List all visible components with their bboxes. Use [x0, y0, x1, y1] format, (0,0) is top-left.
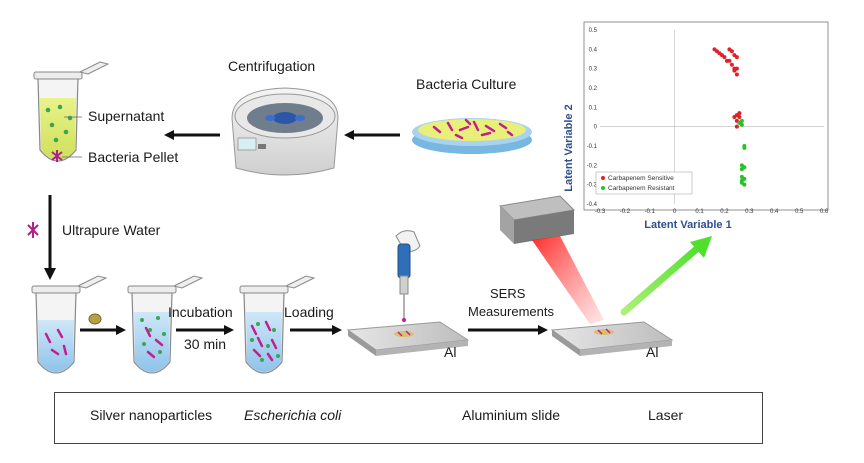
x-tick-label: -0.1 [645, 209, 656, 215]
incubation-time-label: 30 min [184, 336, 227, 352]
bacteria-pellet-label: Bacteria Pellet [88, 149, 179, 165]
x-tick-label: 0.1 [695, 209, 704, 215]
arrow-down-ultrapure [44, 195, 56, 280]
legend-dot-resistant [601, 186, 605, 190]
legend-laser-label: Laser [648, 407, 684, 423]
sensitive-point [729, 62, 734, 67]
y-tick-label: -0.2 [587, 163, 598, 169]
y-tick-label: -0.4 [587, 202, 598, 208]
sensitive-point [727, 58, 732, 63]
centrifuge-machine [231, 87, 339, 176]
y-axis-label: Latent Variable 2 [563, 104, 575, 191]
y-tick-label: 0.3 [589, 67, 598, 73]
sensitive-point [734, 124, 739, 129]
legend-slide-label: Aluminium slide [462, 407, 561, 423]
resistant-point [739, 122, 744, 127]
y-tick-label: 0.2 [589, 86, 598, 92]
laser-head [498, 195, 604, 324]
loading-label: Loading [284, 304, 334, 320]
sensitive-point [732, 68, 737, 73]
arrow-loading [290, 325, 342, 335]
measurements-label: Measurements [468, 304, 554, 319]
sensitive-point [729, 49, 734, 54]
aluminium-slide-loading [346, 321, 470, 356]
y-tick-label: -0.1 [587, 144, 598, 150]
arrow-incubation [176, 325, 234, 335]
y-tick-label: 0.5 [589, 28, 598, 34]
materials-legend [54, 392, 763, 444]
bacteria-culture-label: Bacteria Culture [416, 76, 517, 92]
x-tick-label: -0.3 [595, 209, 606, 215]
x-tick-label: 0.6 [820, 209, 829, 215]
resistant-point [739, 180, 744, 185]
legend-ecoli-wrapper: Escherichia coli [244, 407, 341, 423]
x-tick-label: -0.2 [620, 209, 631, 215]
sensitive-point [722, 55, 727, 60]
sers-label: SERS [490, 286, 526, 301]
legend-resistant: Carbapenem Resistant [608, 185, 675, 192]
aluminium-slide-measure [550, 321, 674, 356]
x-tick-label: 0.4 [770, 209, 779, 215]
legend-silver-label: Silver nanoparticles [90, 407, 213, 423]
sensitive-point [737, 111, 742, 116]
plot-legend: Carbapenem Sensitive Carbapenem Resistan… [595, 171, 693, 195]
al-label-2: Al [646, 344, 659, 360]
bacteria-water-marker [27, 222, 39, 238]
x-tick-label: 0 [673, 209, 677, 215]
tube-mixed [127, 275, 204, 374]
arrow-to-plot [620, 236, 712, 316]
ultrapure-water-label: Ultrapure Water [62, 222, 161, 238]
resistant-point [742, 145, 747, 150]
x-axis-label: Latent Variable 1 [644, 219, 731, 231]
y-tick-label: 0 [594, 125, 598, 131]
y-tick-label: 0.4 [589, 47, 598, 53]
legend-sensitive: Carbapenem Sensitive [608, 175, 674, 182]
arrow-add-silver [80, 313, 126, 335]
x-tick-label: 0.3 [745, 209, 754, 215]
tube-supernatant [33, 61, 110, 162]
legend-ecoli-label: Escherichia coli [244, 407, 342, 423]
sensitive-point [732, 115, 737, 119]
centrifugation-label: Centrifugation [228, 58, 316, 74]
sensitive-point [737, 115, 742, 119]
resistant-point [739, 118, 744, 123]
x-tick-label: 0.5 [795, 209, 804, 215]
tube-water [31, 275, 108, 374]
bacteria-pellet-marker [51, 150, 63, 162]
legend-dot-sensitive [601, 176, 605, 180]
y-tick-label: 0.1 [589, 105, 598, 111]
petri-dish-culture [412, 118, 532, 154]
sensitive-point [734, 72, 739, 77]
sensitive-point [734, 55, 739, 60]
arrow-culture-to-centrifuge [344, 130, 400, 140]
supernatant-label: Supernatant [88, 108, 165, 124]
pls-da-scatter-plot: Latent Variable 2 Latent Variable 1 -0.3… [563, 21, 829, 231]
y-tick-label: -0.3 [587, 183, 598, 189]
x-tick-label: 0.2 [720, 209, 729, 215]
arrow-sers [468, 325, 548, 335]
al-label-1: Al [444, 344, 457, 360]
resistant-point [739, 167, 744, 172]
incubation-label: Incubation [168, 304, 233, 320]
pipette [395, 230, 421, 322]
arrow-centrifuge-to-tube [164, 130, 220, 140]
tube-incubated [239, 275, 316, 374]
